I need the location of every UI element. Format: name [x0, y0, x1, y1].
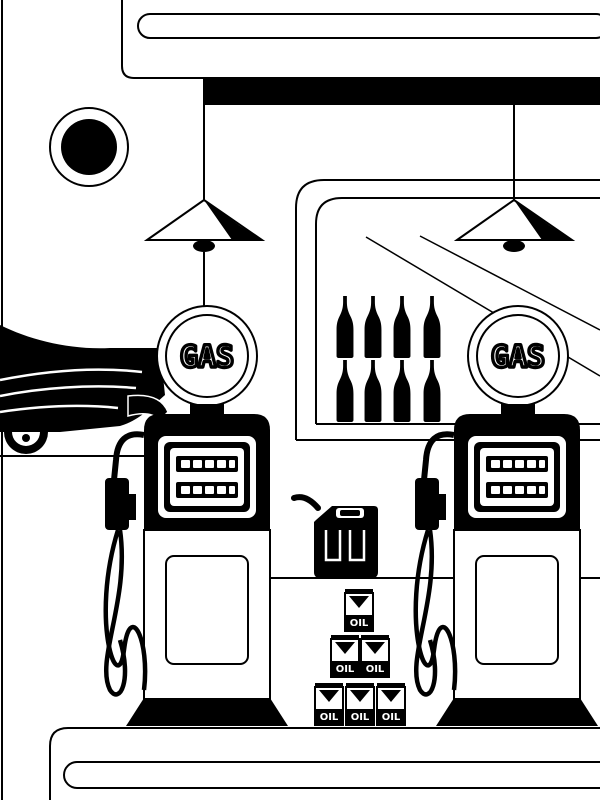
oil-can-bottom-left: OIL: [314, 682, 344, 726]
bottle-icon: [364, 296, 382, 358]
classic-car: [0, 325, 169, 454]
oil-can-top: OIL: [344, 588, 374, 632]
jerrycan-icon: [291, 494, 378, 578]
oil-label: OIL: [366, 664, 385, 675]
bottle-icon: [423, 360, 441, 422]
gas-sign-right: GAS: [491, 340, 545, 375]
gas-pump-right: GAS: [413, 305, 598, 726]
bottle-icon: [364, 360, 382, 422]
ceiling-beam: [203, 79, 600, 105]
pump-display-left: [158, 436, 256, 518]
oil-can-bottom-center: OIL: [345, 682, 375, 726]
fuel-nozzle-icon: [103, 431, 148, 697]
roof-awning: [121, 0, 600, 79]
porthole-window: [49, 107, 129, 187]
oil-can-middle-left: OIL: [330, 634, 360, 678]
bottle-icon: [393, 360, 411, 422]
oil-label: OIL: [320, 712, 339, 723]
oil-label: OIL: [382, 712, 401, 723]
oil-can-bottom-right: OIL: [376, 682, 406, 726]
oil-can-pyramid: OIL OIL OIL OIL OIL OIL: [314, 588, 406, 726]
bottle-icon: [423, 296, 441, 358]
lamp-left: [143, 105, 266, 306]
fuel-nozzle-icon: [413, 431, 458, 697]
gas-pump-left: GAS: [103, 305, 288, 726]
oil-can-middle-right: OIL: [360, 634, 390, 678]
gas-globe-right: GAS: [467, 305, 569, 416]
bottle-display: [336, 296, 441, 422]
oil-label: OIL: [350, 618, 369, 629]
bottle-icon: [336, 296, 354, 358]
bottle-icon: [393, 296, 411, 358]
gas-sign-left: GAS: [180, 340, 234, 375]
oil-label: OIL: [336, 664, 355, 675]
pump-display-right: [468, 436, 566, 518]
bottle-icon: [336, 360, 354, 422]
lamp-right: [453, 79, 576, 252]
gas-globe-left: GAS: [156, 305, 258, 416]
pump-island: [49, 727, 600, 800]
oil-label: OIL: [351, 712, 370, 723]
